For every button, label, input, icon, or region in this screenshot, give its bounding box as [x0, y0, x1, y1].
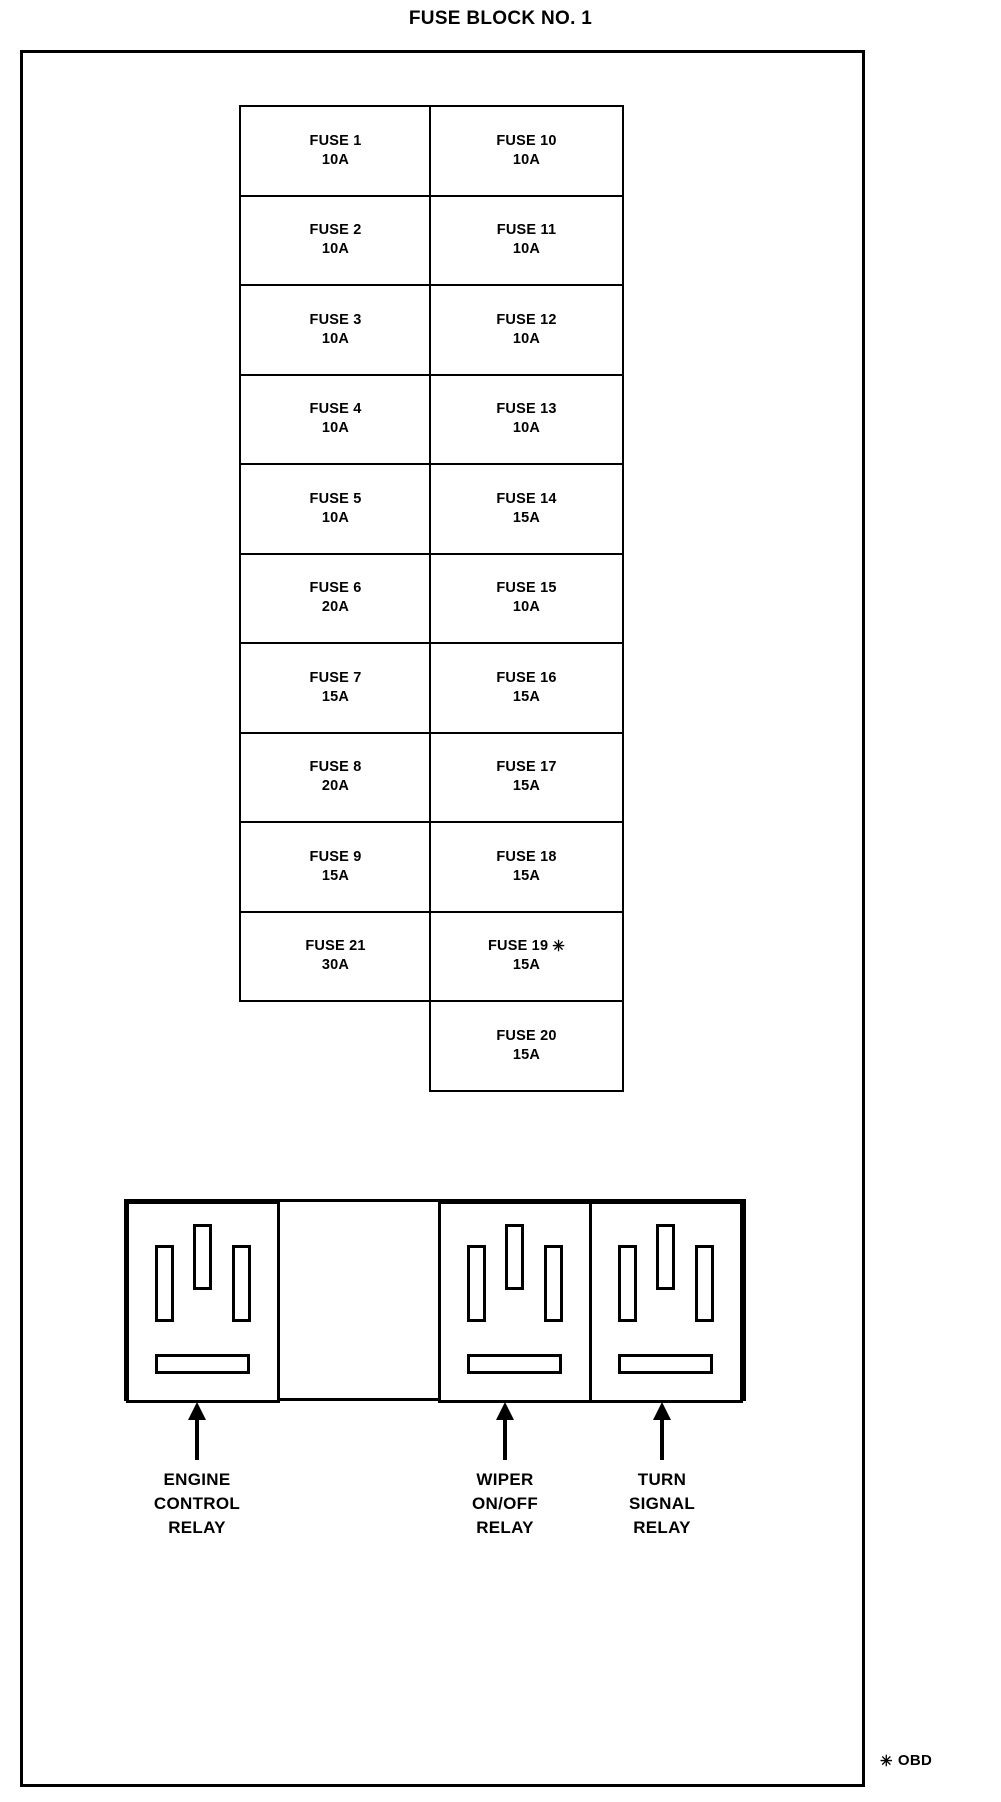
fuse-cell[interactable]: FUSE 6 20A	[239, 552, 432, 644]
relay-wiper-on-off[interactable]	[438, 1201, 592, 1403]
fuse-column-right: FUSE 10 10A FUSE 11 10A FUSE 12 10A FUSE 13 10A…	[429, 105, 624, 1092]
fuse-cell[interactable]: FUSE 10 10A	[429, 105, 624, 197]
footnote-text: OBD	[897, 1752, 933, 1769]
relay-terminal-blade-center	[505, 1224, 524, 1290]
fuse-label: FUSE 3	[309, 311, 362, 328]
fuse-cell[interactable]: FUSE 4 10A	[239, 373, 432, 465]
fuse-rating: 10A	[512, 420, 541, 437]
fuse-label: FUSE 16	[496, 669, 557, 686]
fuse-cell[interactable]: FUSE 1 10A	[239, 105, 432, 197]
fuse-label: FUSE 21	[305, 938, 366, 955]
fuse-label: FUSE 5	[309, 490, 362, 507]
fuse-label: FUSE 17	[496, 759, 557, 776]
fuse-label: FUSE 2	[309, 222, 362, 239]
fuse-rating: 10A	[321, 420, 350, 437]
fuse-cell[interactable]: FUSE 18 15A	[429, 821, 624, 913]
relay-terminal-blade-right	[544, 1245, 563, 1322]
relay-terminal-blade-center	[193, 1224, 212, 1290]
callout-label-engine-control-relay: ENGINE CONTROL RELAY	[153, 1470, 241, 1538]
fuse-rating: 15A	[512, 688, 541, 705]
fuse-label: FUSE 14	[496, 490, 557, 507]
fuse-rating: 20A	[321, 599, 350, 616]
relay-engine-control[interactable]	[126, 1201, 280, 1403]
fuse-cell[interactable]: FUSE 19✳15A	[429, 910, 624, 1002]
relay-mounting-rail	[124, 1199, 746, 1403]
fuse-rating: 10A	[321, 330, 350, 347]
fuse-label: FUSE 13	[496, 401, 557, 418]
fuse-rating: 15A	[321, 688, 350, 705]
fuse-rating: 15A	[512, 1046, 541, 1063]
asterisk-icon: ✳	[880, 1753, 893, 1770]
fuse-cell[interactable]: FUSE 20 15A	[429, 1000, 624, 1092]
asterisk-icon: ✳	[552, 938, 565, 956]
fuse-rating: 15A	[512, 957, 541, 974]
arrow-up-icon	[415, 1402, 595, 1460]
fuse-label: FUSE 15	[496, 580, 557, 597]
fuse-cell[interactable]: FUSE 14 15A	[429, 463, 624, 555]
fuse-rating: 10A	[321, 509, 350, 526]
fuse-cell[interactable]: FUSE 17 15A	[429, 731, 624, 823]
fuse-cell[interactable]: FUSE 15 10A	[429, 552, 624, 644]
fuse-label: FUSE 9	[309, 848, 362, 865]
callout-label-wiper-on-off-relay: WIPER ON/OFF RELAY	[471, 1470, 538, 1538]
callout-engine-control-relay: ENGINE CONTROL RELAY	[107, 1402, 287, 1540]
fuse-cell[interactable]: FUSE 9 15A	[239, 821, 432, 913]
relay-terminal-blade-wide	[618, 1354, 713, 1374]
fuse-cell[interactable]: FUSE 21 30A	[239, 910, 432, 1002]
callout-label-turn-signal-relay: TURN SIGNAL RELAY	[628, 1470, 696, 1538]
callout-wiper-on-off-relay: WIPER ON/OFF RELAY	[415, 1402, 595, 1540]
relay-terminal-blade-center	[656, 1224, 675, 1290]
fuse-label: FUSE 11	[496, 222, 557, 239]
fuse-label: FUSE 1	[309, 132, 362, 149]
relay-terminal-blade-wide	[467, 1354, 562, 1374]
relay-terminal-blade-left	[155, 1245, 174, 1322]
relay-terminal-blade-right	[695, 1245, 714, 1322]
fuse-label: FUSE 6	[309, 580, 362, 597]
footnote-obd: ✳OBD	[880, 1752, 932, 1769]
fuse-rating: 15A	[512, 509, 541, 526]
fuse-cell[interactable]: FUSE 8 20A	[239, 731, 432, 823]
fuse-cell[interactable]: FUSE 11 10A	[429, 194, 624, 286]
fuse-label: FUSE 19✳	[487, 938, 565, 956]
fuse-rating: 20A	[321, 778, 350, 795]
relay-turn-signal[interactable]	[589, 1201, 743, 1403]
fuse-rating: 15A	[512, 867, 541, 884]
fuse-label: FUSE 12	[496, 311, 557, 328]
relay-terminal-blade-left	[467, 1245, 486, 1322]
page-title: FUSE BLOCK NO. 1	[408, 8, 593, 29]
fuse-cell[interactable]: FUSE 13 10A	[429, 373, 624, 465]
fuse-label: FUSE 8	[309, 759, 362, 776]
fuse-cell[interactable]: FUSE 5 10A	[239, 463, 432, 555]
callout-turn-signal-relay: TURN SIGNAL RELAY	[572, 1402, 752, 1540]
fuse-rating: 10A	[321, 151, 350, 168]
fuse-cell[interactable]: FUSE 2 10A	[239, 194, 432, 286]
fuse-rating: 15A	[321, 867, 350, 884]
fuse-label: FUSE 10	[496, 132, 557, 149]
fuse-label: FUSE 18	[496, 848, 557, 865]
relay-terminal-blade-left	[618, 1245, 637, 1322]
fuse-rating: 10A	[321, 241, 350, 258]
fuse-cell[interactable]: FUSE 7 15A	[239, 642, 432, 734]
arrow-up-icon	[572, 1402, 752, 1460]
fuse-rating: 10A	[512, 151, 541, 168]
fuse-label: FUSE 20	[496, 1027, 557, 1044]
fuse-label: FUSE 7	[309, 669, 362, 686]
fuse-rating: 10A	[512, 330, 541, 347]
fuse-rating: 10A	[512, 241, 541, 258]
fuse-cell[interactable]: FUSE 16 15A	[429, 642, 624, 734]
fuse-cell[interactable]: FUSE 3 10A	[239, 284, 432, 376]
fuse-rating: 10A	[512, 599, 541, 616]
arrow-up-icon	[107, 1402, 287, 1460]
fuse-rating: 30A	[321, 957, 350, 974]
fuse-label: FUSE 4	[309, 401, 362, 418]
fuse-rating: 15A	[512, 778, 541, 795]
fuse-cell[interactable]: FUSE 12 10A	[429, 284, 624, 376]
relay-terminal-blade-wide	[155, 1354, 250, 1374]
relay-terminal-blade-right	[232, 1245, 251, 1322]
